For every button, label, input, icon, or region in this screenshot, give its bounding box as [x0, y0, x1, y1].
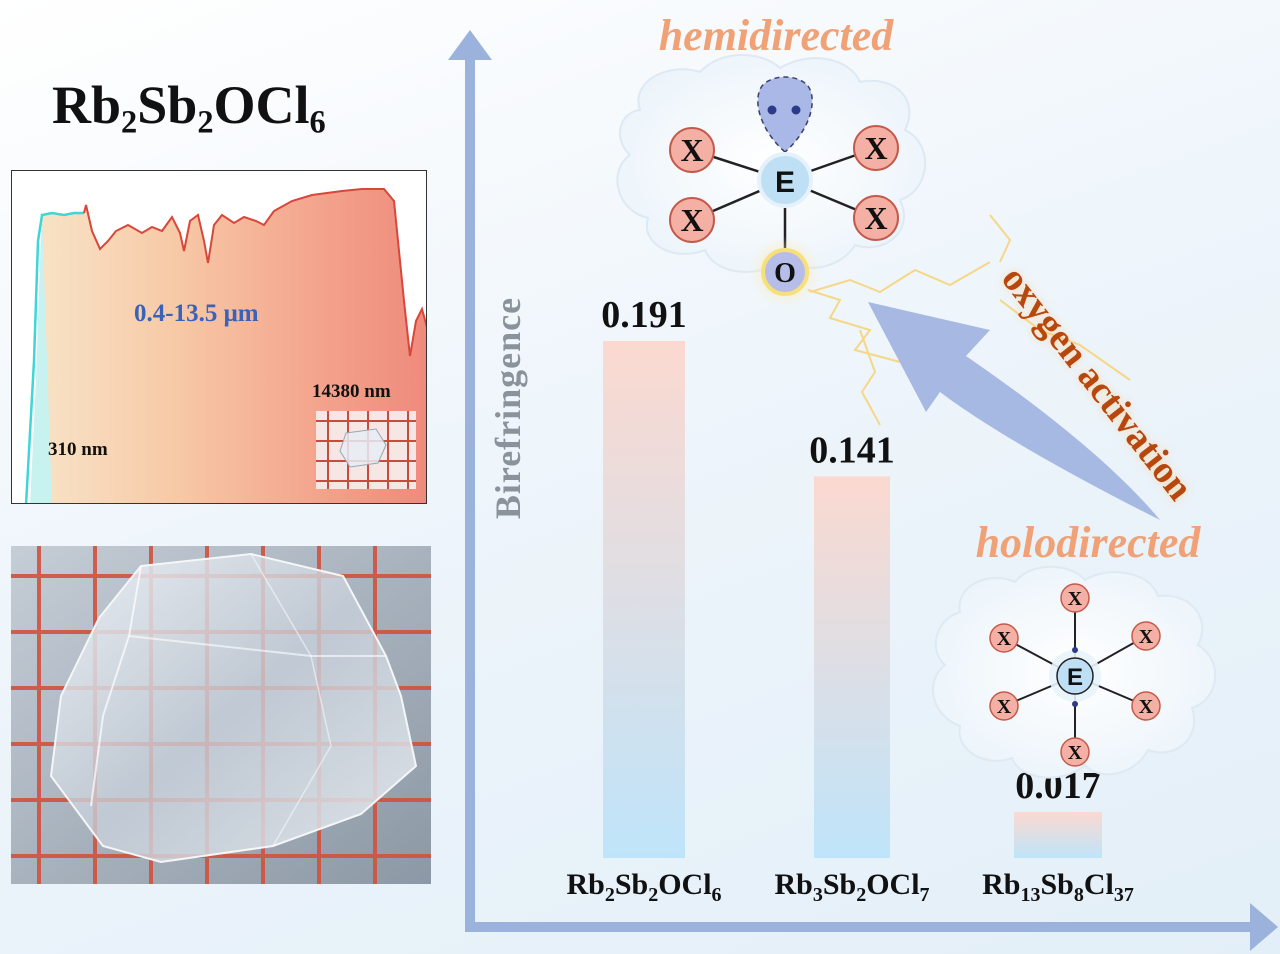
holo-x-label-upper-right: X	[1139, 626, 1154, 648]
uv-edge-line	[24, 211, 84, 503]
e-atom-hemi	[757, 152, 813, 208]
holo-x-label-upper-left: X	[997, 628, 1012, 650]
holo-x-atom-top	[1060, 583, 1090, 613]
holo-x-atom-upper-left	[989, 623, 1019, 653]
x-atom-2	[853, 125, 899, 171]
e-atom-hemi-label: E	[775, 166, 795, 199]
e-atom-holo-label: E	[1067, 664, 1083, 691]
uv-edge-band	[30, 215, 52, 503]
crystal-shape	[49, 552, 418, 864]
x-atom-1	[669, 127, 715, 173]
y-axis-label: Birefringence	[488, 297, 528, 519]
x-axis-arrow	[1250, 903, 1278, 951]
holo-x-label-bottom: X	[1068, 742, 1083, 764]
bar-series	[603, 341, 1102, 858]
o-atom	[761, 248, 809, 296]
bar-3	[1014, 811, 1102, 858]
crystal-photo-drawing	[11, 546, 431, 884]
x-atom-3-label: X	[680, 202, 703, 238]
lightning-decoration	[807, 214, 1131, 426]
x-atom-1-label: X	[680, 132, 703, 168]
x-atom-3	[669, 197, 715, 243]
lone-pair-lobe	[757, 76, 813, 153]
holo-x-label-lower-right: X	[1139, 696, 1154, 718]
o-atom-label: O	[774, 258, 796, 289]
holo-x-label-lower-left: X	[997, 696, 1012, 718]
holodirected-label: holodirected	[976, 518, 1202, 567]
crystal-photo	[11, 546, 431, 884]
holodirected-diagram: E X X X X X X	[932, 565, 1217, 779]
page-title: Rb2Sb2OCl6	[52, 75, 326, 141]
holo-x-atom-lower-right	[1131, 691, 1161, 721]
y-axis-line	[465, 52, 475, 932]
bar-value-label-1: 0.191	[601, 294, 687, 336]
x-atom-4	[853, 195, 899, 241]
transmission-spectrum-plot: 0.4-13.5 μm 310 nm 14380 nm	[24, 188, 426, 503]
holo-x-atom-upper-right	[1131, 621, 1161, 651]
category-labels: Rb2Sb2OCl6 Rb3Sb2OCl7 Rb13Sb8Cl37	[566, 868, 1133, 906]
uv-cutoff-label: 310 nm	[48, 439, 108, 460]
ir-cutoff-label: 14380 nm	[312, 381, 391, 402]
category-label-2: Rb3Sb2OCl7	[774, 868, 929, 906]
category-label-1: Rb2Sb2OCl6	[566, 868, 721, 906]
y-axis-arrow	[448, 30, 492, 60]
x-atom-2-label: X	[864, 130, 887, 166]
e-atom-holo	[1056, 657, 1094, 695]
oxygen-activation-arrow	[868, 302, 1160, 520]
crystal-grid-inset	[316, 411, 416, 489]
bar-value-label-2: 0.141	[809, 429, 895, 471]
spectrum-line	[83, 188, 426, 357]
bar-1	[603, 341, 685, 858]
transmission-spectrum-panel: 0.4-13.5 μm 310 nm 14380 nm	[11, 170, 427, 504]
x-atom-4-label: X	[864, 200, 887, 236]
category-label-3: Rb13Sb8Cl37	[982, 868, 1134, 906]
hemidirected-diagram: X X X X E O	[616, 54, 927, 308]
x-axis-line	[465, 922, 1255, 932]
transmission-range-label: 0.4-13.5 μm	[134, 300, 259, 327]
holo-x-label-top: X	[1068, 588, 1083, 610]
hemidirected-label: hemidirected	[659, 11, 895, 60]
holo-x-atom-lower-left	[989, 691, 1019, 721]
bar-2	[814, 476, 890, 858]
chart-axes	[448, 30, 1278, 951]
holo-x-atom-bottom	[1060, 737, 1090, 767]
